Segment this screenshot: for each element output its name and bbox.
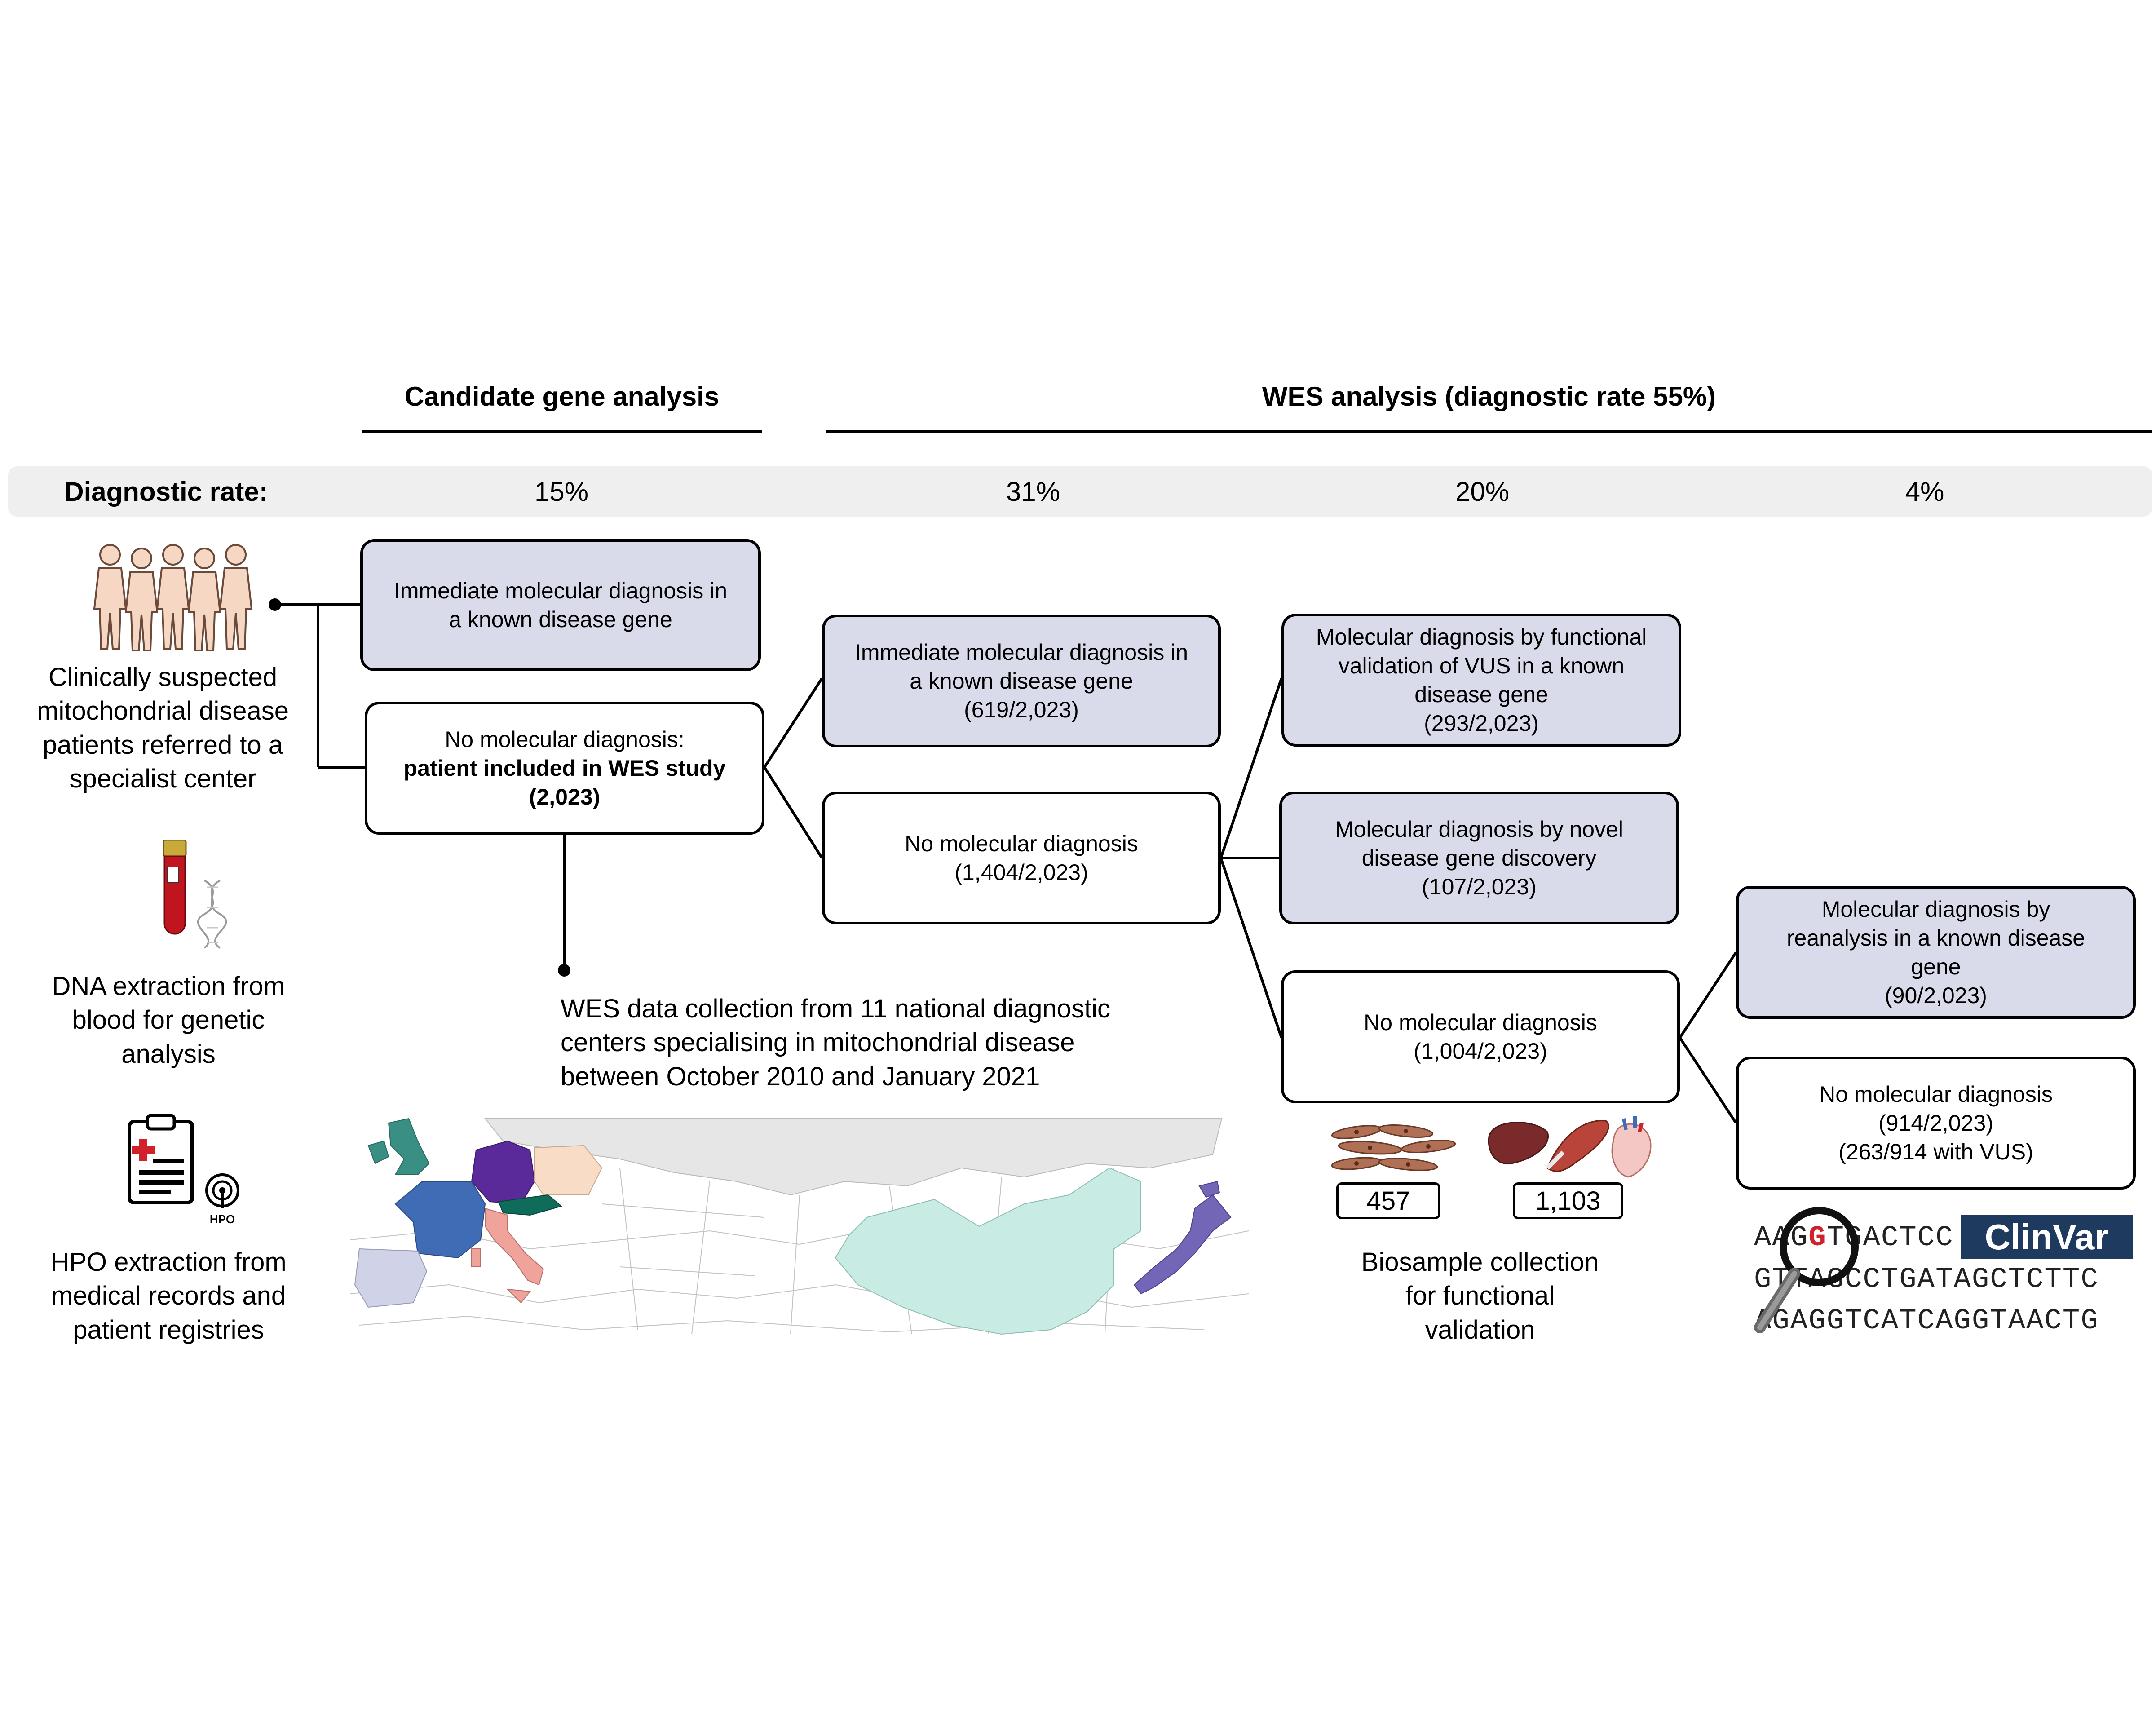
caption-line: specialist center (69, 764, 256, 794)
hpo-icon-label: HPO (210, 1212, 235, 1226)
box-text-line: disease gene (1414, 682, 1548, 707)
box-text-line: No molecular diagnosis (1364, 1010, 1597, 1035)
rate-functional-novel: 20% (1455, 477, 1510, 507)
box-text-line: (1,004/2,023) (1414, 1039, 1547, 1064)
caption-line: between October 2010 and January 2021 (561, 1062, 1040, 1091)
box-text-line: (914/2,023) (1878, 1110, 1993, 1136)
caption-line: mitochondrial disease (37, 696, 289, 726)
diagnostic-rate-label: Diagnostic rate: (64, 477, 268, 507)
rate-candidate: 15% (534, 477, 589, 507)
clinvar-logo: ClinVar (1961, 1215, 2133, 1259)
box-text-line: disease gene discovery (1361, 845, 1597, 871)
medical-record-clipboard-icon: HPO (128, 1114, 239, 1226)
sequence-row-3: AGAGGTCATCAGGTAACTG (1754, 1305, 2099, 1337)
caption-line: DNA extraction from (52, 972, 285, 1001)
caption-line: centers specialising in mitochondrial di… (561, 1028, 1075, 1057)
box-text-line: a known disease gene (910, 668, 1133, 694)
diagnostic-rate-band (8, 466, 2152, 517)
box-text-line: (263/914 with VUS) (1838, 1139, 2033, 1164)
box-functional-validation-vus: Molecular diagnosis by functional valida… (1281, 614, 1681, 747)
patients-caption: Clinically suspected mitochondrial disea… (9, 660, 317, 796)
cell-culture-icon (1331, 1124, 1456, 1171)
box-text-line: No molecular diagnosis (905, 831, 1138, 856)
caption-line: Clinically suspected (48, 663, 278, 692)
box-reanalysis-diagnosis: Molecular diagnosis by reanalysis in a k… (1736, 886, 2136, 1019)
box-text-line: Immediate molecular diagnosis in (854, 640, 1188, 665)
caption-line: Biosample collection (1361, 1247, 1599, 1277)
centers-map (350, 1114, 1249, 1339)
caption-line: for functional (1405, 1281, 1555, 1311)
box-text-line: validation of VUS in a known (1338, 653, 1625, 678)
candidate-gene-rule (362, 430, 762, 433)
box-immediate-diagnosis-wes: Immediate molecular diagnosis in a known… (822, 615, 1221, 748)
caption-line: analysis (121, 1039, 216, 1069)
box-text-line: Molecular diagnosis by (1821, 897, 2050, 922)
sequence-variant-highlight: G (1808, 1222, 1827, 1254)
box-text-line: reanalysis in a known disease (1786, 925, 2085, 951)
box-no-diagnosis-3: No molecular diagnosis (914/2,023) (263/… (1736, 1057, 2136, 1190)
box-text-line-bold: patient included in WES study (403, 756, 726, 781)
caption-line: validation (1425, 1315, 1535, 1345)
box-no-diagnosis-1: No molecular diagnosis (1,404/2,023) (822, 792, 1221, 924)
caption-line: blood for genetic (72, 1005, 265, 1035)
caption-line: HPO extraction from (50, 1247, 287, 1277)
box-novel-gene-discovery: Molecular diagnosis by novel disease gen… (1279, 792, 1679, 924)
box-text-line-bold: (2,023) (529, 784, 601, 809)
dna-extraction-caption: DNA extraction from blood for genetic an… (18, 969, 319, 1071)
rate-reanalysis: 4% (1905, 477, 1944, 507)
box-text-line: (619/2,023) (964, 697, 1079, 722)
tissue-organs-icon (1488, 1116, 1652, 1178)
box-text-line: (107/2,023) (1422, 874, 1537, 899)
candidate-gene-header: Candidate gene analysis (404, 381, 720, 411)
caption-line: patient registries (73, 1315, 264, 1345)
caption-line: medical records and (51, 1281, 286, 1311)
box-text-line: gene (1911, 954, 1961, 979)
box-text-line: No molecular diagnosis (1819, 1082, 2053, 1107)
tissue-sample-count: 1,103 (1513, 1182, 1623, 1219)
box-included-in-wes: No molecular diagnosis: patient included… (365, 702, 764, 835)
hpo-extraction-caption: HPO extraction from medical records and … (18, 1245, 319, 1347)
caption-line: WES data collection from 11 national dia… (561, 994, 1111, 1023)
blood-tube-dna-icon (163, 840, 227, 949)
box-text-line: Immediate molecular diagnosis in (393, 578, 728, 603)
cell-sample-count: 457 (1336, 1182, 1440, 1219)
patients-group-icon (93, 544, 253, 651)
wes-analysis-rule (826, 430, 2152, 433)
rate-immediate-wes: 31% (1006, 477, 1060, 507)
box-text-line: (293/2,023) (1424, 711, 1539, 736)
box-text-line: Molecular diagnosis by novel (1334, 817, 1624, 842)
wes-collection-caption: WES data collection from 11 national dia… (561, 992, 1234, 1093)
box-text-line: Molecular diagnosis by functional (1316, 624, 1647, 650)
wes-analysis-header: WES analysis (diagnostic rate 55%) (1262, 381, 1716, 411)
box-no-diagnosis-2: No molecular diagnosis (1,004/2,023) (1281, 970, 1680, 1103)
box-immediate-diagnosis-candidate: Immediate molecular diagnosis in a known… (360, 539, 761, 671)
box-text-line: a known disease gene (449, 607, 672, 632)
box-text-line: (90/2,023) (1885, 983, 1987, 1008)
box-text-line: (1,404/2,023) (954, 860, 1088, 885)
box-text-line: No molecular diagnosis: (445, 727, 685, 752)
biosample-caption: Biosample collection for functional vali… (1289, 1245, 1671, 1347)
magnifier-icon (1754, 1207, 1859, 1333)
caption-line: patients referred to a (42, 730, 283, 760)
